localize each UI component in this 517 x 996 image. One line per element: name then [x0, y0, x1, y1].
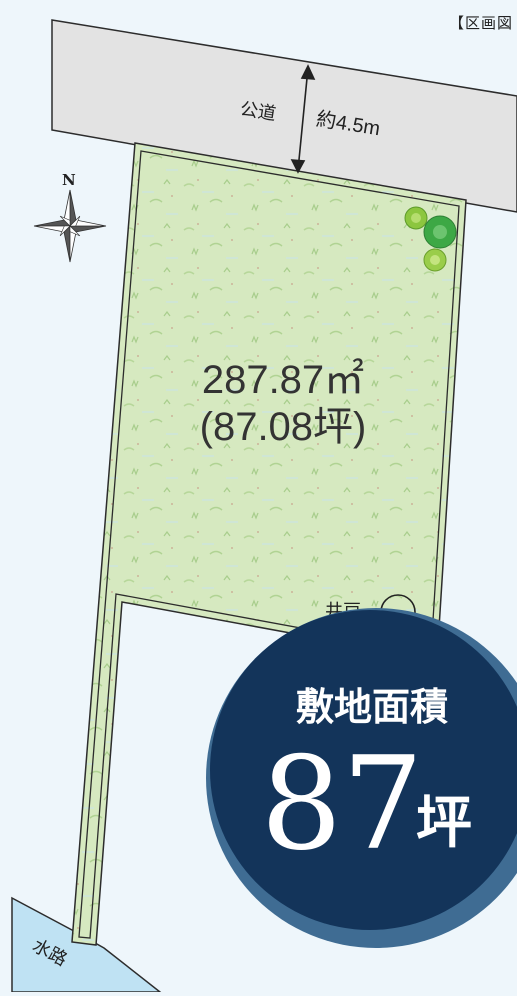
header-label: 【区画図 [448, 14, 513, 32]
lot-boundary-inner [78, 150, 460, 939]
lot-area-tsubo: (87.08坪) [200, 405, 367, 449]
compass-rose-icon [33, 189, 107, 263]
badge-title: 敷地面積 [296, 684, 448, 729]
tree-icon [423, 215, 457, 249]
badge-number: 87 [261, 730, 424, 879]
tree-icon [404, 206, 428, 230]
waterway [11, 896, 163, 993]
lot-area-sqm: 287.87㎡ [202, 358, 364, 402]
lot-area [71, 142, 467, 946]
site-area-badge: 敷地面積 87 坪 [206, 608, 517, 948]
compass-north-label: N [62, 171, 76, 189]
badge-unit: 坪 [416, 790, 472, 856]
tree-icon [423, 248, 447, 272]
road-width-dimension [290, 64, 316, 174]
road [51, 19, 517, 213]
